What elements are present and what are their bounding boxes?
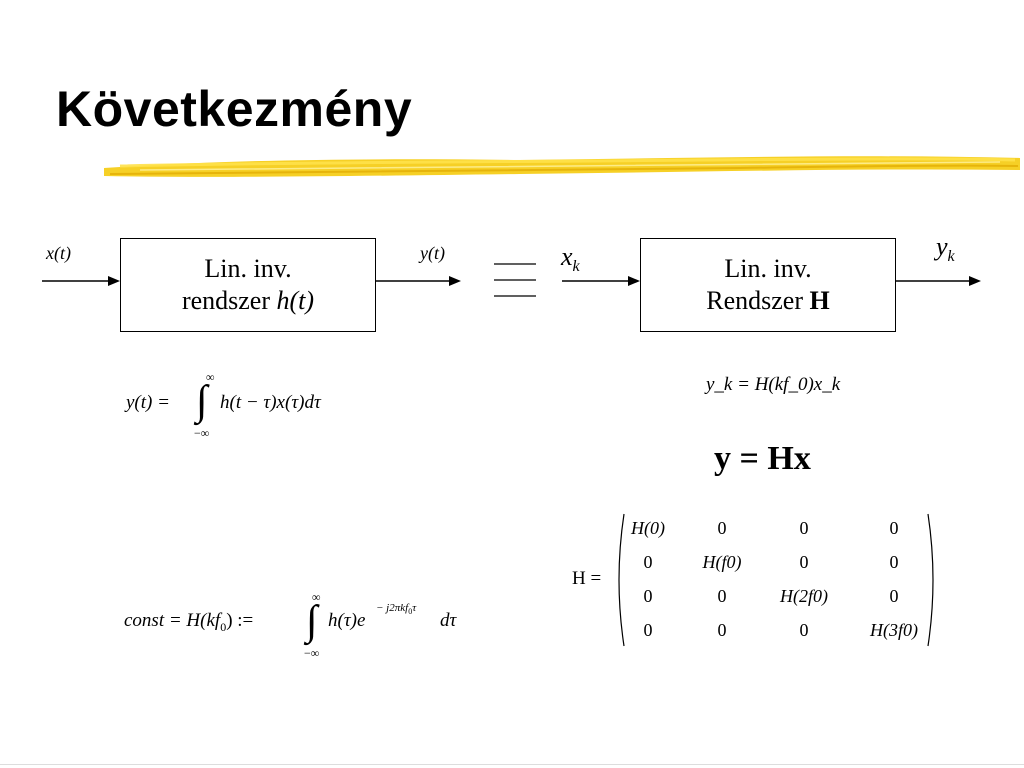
matrix-cell: 0	[717, 620, 727, 640]
highlighter-stroke	[104, 156, 1020, 177]
input-arrow	[42, 276, 120, 286]
discrete-input-label: xk	[561, 242, 580, 276]
matrix-cell: 0	[799, 552, 809, 572]
block-line-2: Rendszer H	[706, 286, 830, 315]
matrix-cell: H(2f0)	[780, 586, 828, 606]
matrix-cell: 0	[717, 518, 727, 538]
output-arrow	[375, 276, 461, 286]
matrix-brackets	[618, 513, 934, 647]
matrix-cell: 0	[799, 620, 809, 640]
matrix-cell: H(f0)	[702, 552, 742, 572]
slide-title: Következmény	[56, 81, 413, 137]
lti-system-block: Lin. inv. rendszer h(t)	[120, 238, 376, 332]
matrix-equation: y = Hx	[714, 440, 811, 477]
discrete-input-arrow	[562, 276, 640, 286]
constant-equation: const = H(kf0) := ∞ ∫ −∞ h(τ)e − j2πkf0τ…	[124, 590, 457, 660]
convolution-equation: y(t) = ∞ ∫ −∞ h(t − τ)x(τ)dτ	[126, 370, 321, 440]
block-line-1: Lin. inv.	[204, 254, 292, 283]
discrete-output-label: yk	[936, 232, 955, 266]
footer-divider	[0, 764, 1024, 765]
matrix-cell: 0	[889, 552, 899, 572]
discrete-output-arrow	[895, 276, 981, 286]
block-line-2: rendszer h(t)	[181, 286, 315, 315]
matrix-cell: 0	[799, 518, 809, 538]
matrix-cell: H(0)	[631, 518, 665, 538]
sample-relation-equation: y_k = H(kf_0)x_k	[706, 374, 841, 395]
matrix-label: H =	[572, 568, 602, 589]
matrix-cell: H(3f0)	[870, 620, 918, 640]
integral-sign: ∫	[196, 378, 208, 424]
equivalence-icon	[494, 263, 536, 297]
matrix-cell: 0	[643, 552, 653, 572]
block-line-1: Lin. inv.	[724, 254, 812, 283]
matrix-cell: 0	[889, 586, 899, 606]
matrix-cell: 0	[643, 586, 653, 606]
matrix-cell: 0	[889, 518, 899, 538]
discrete-system-block: Lin. inv. Rendszer H	[640, 238, 896, 332]
matrix-cell: 0	[643, 620, 653, 640]
matrix-cell: 0	[717, 586, 727, 606]
output-signal-label: y(t)	[420, 243, 445, 263]
input-signal-label: x(t)	[46, 243, 71, 263]
